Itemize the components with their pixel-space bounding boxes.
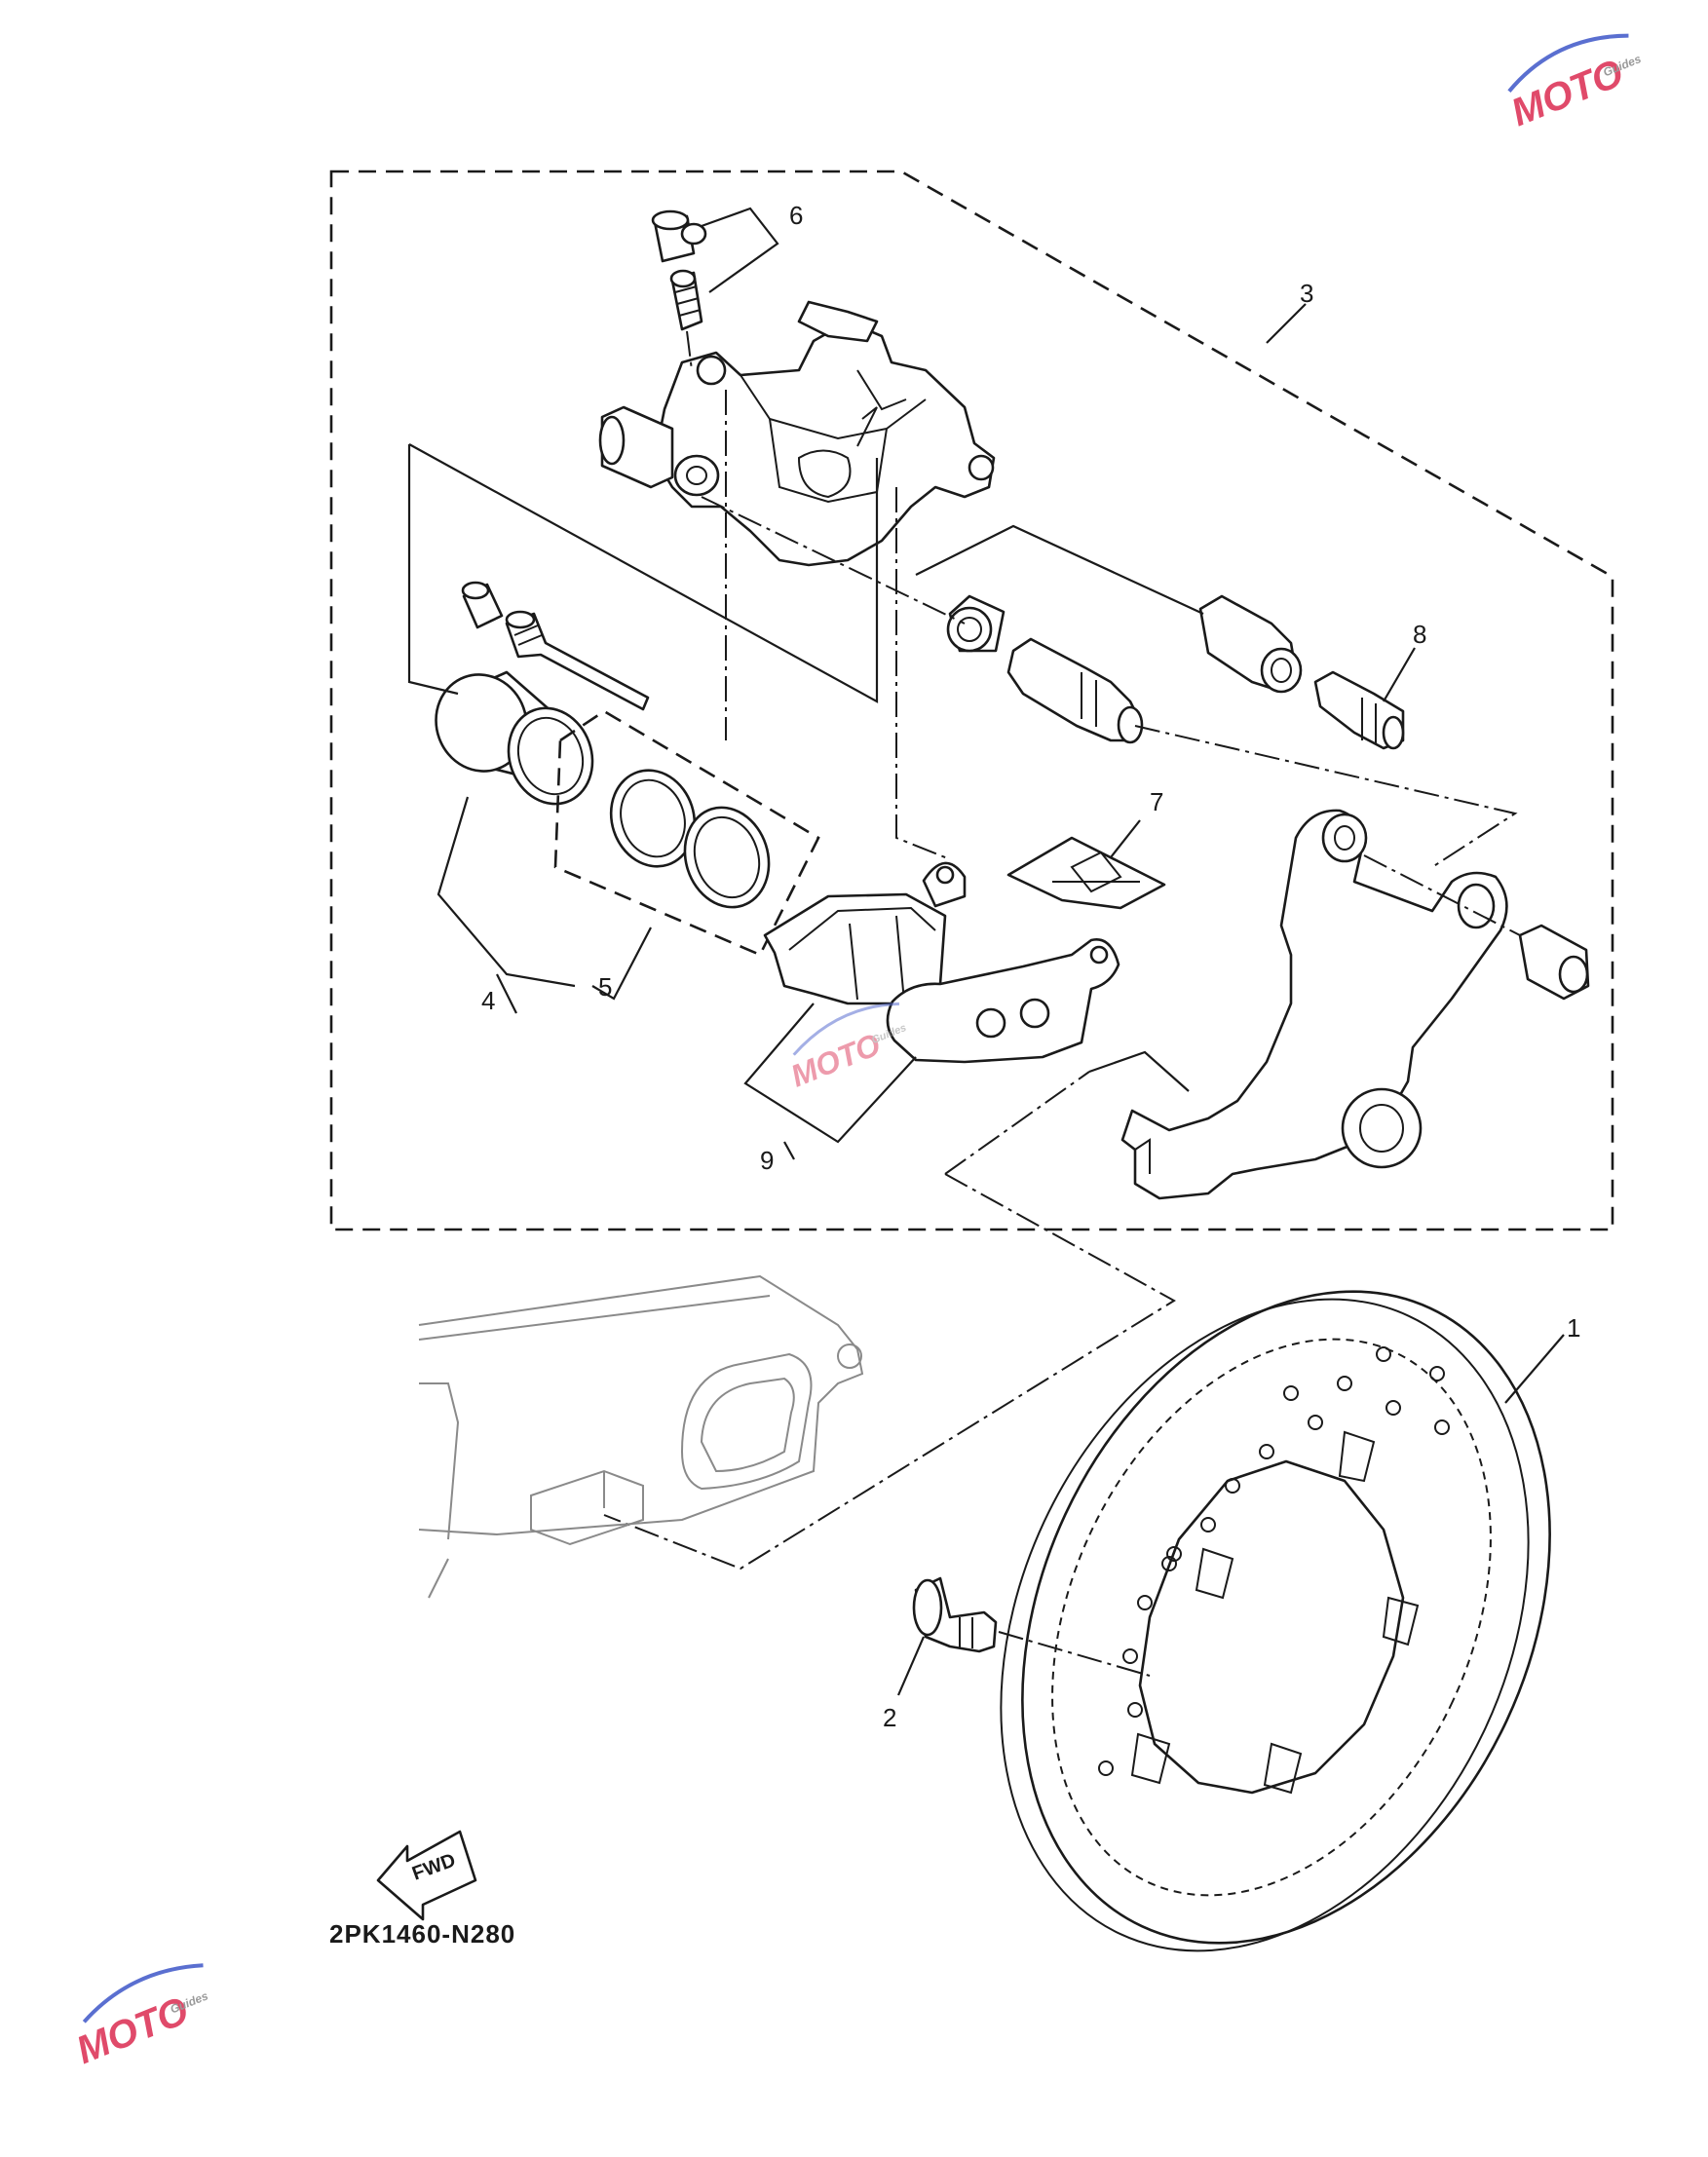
brake-disc bbox=[1000, 1290, 1551, 1952]
bleed-screw-cap bbox=[651, 209, 707, 263]
slide-pin-long bbox=[1006, 637, 1144, 744]
callout-5: 5 bbox=[598, 972, 612, 1002]
caliper-bushing bbox=[1198, 594, 1303, 694]
disc-vent-holes bbox=[1098, 1346, 1450, 1776]
watermark-logo-top: MOTO Guides bbox=[1505, 33, 1644, 134]
slide-pin-short bbox=[1313, 670, 1405, 750]
caliper-assembly-boundary bbox=[329, 170, 1614, 1231]
swingarm-reference bbox=[418, 1274, 864, 1599]
caliper-body bbox=[598, 300, 996, 567]
dust-seal bbox=[683, 806, 771, 909]
disc-bolt bbox=[912, 1576, 998, 1653]
forward-direction-indicator: FWD bbox=[376, 1830, 477, 1921]
brake-pad-inner bbox=[763, 861, 967, 1005]
callout-9: 9 bbox=[760, 1146, 774, 1175]
callout-4: 4 bbox=[481, 986, 495, 1015]
diagram-code: 2PK1460-N280 bbox=[329, 1919, 515, 1949]
slide-pin-boot bbox=[461, 581, 504, 629]
callout-2: 2 bbox=[883, 1703, 896, 1732]
piston-seal-kit-boundary bbox=[553, 709, 820, 957]
callout-3: 3 bbox=[1300, 279, 1313, 308]
callout-7: 7 bbox=[1150, 787, 1163, 816]
caliper-bracket bbox=[1120, 809, 1508, 1200]
slide-pin bbox=[505, 610, 650, 711]
brake-pad-outer bbox=[886, 938, 1120, 1064]
pad-spring bbox=[1006, 836, 1166, 910]
watermark-logo-bottom: MOTO Guides bbox=[70, 1963, 210, 2072]
piston-seal bbox=[609, 769, 697, 868]
callout-8: 8 bbox=[1413, 620, 1426, 649]
sleeve-collar bbox=[946, 594, 1006, 653]
bleed-screw bbox=[669, 269, 703, 331]
callout-1: 1 bbox=[1567, 1313, 1580, 1343]
bracket-bushing bbox=[1518, 924, 1590, 1001]
caliper-piston bbox=[435, 670, 594, 806]
callout-6: 6 bbox=[789, 201, 803, 230]
